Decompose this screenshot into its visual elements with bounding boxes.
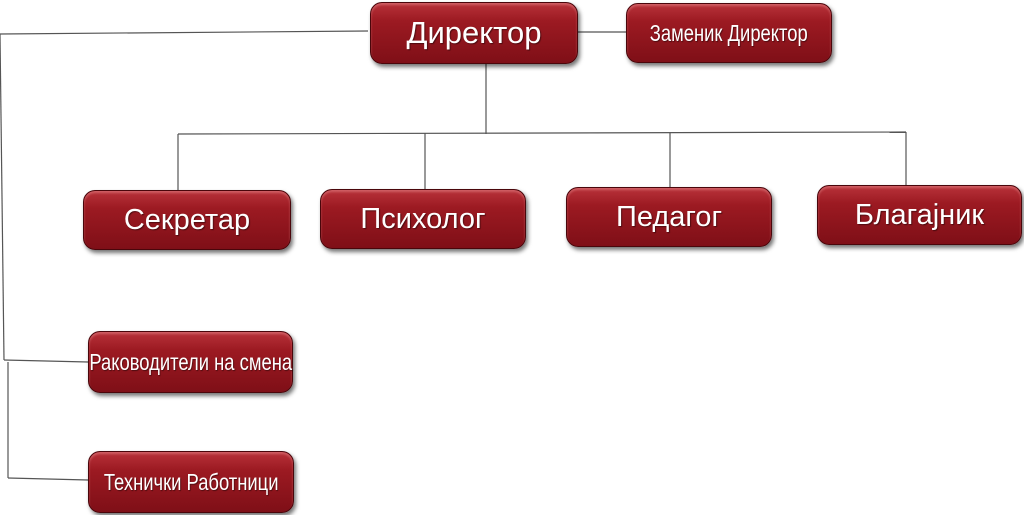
connector-technical-workers [7,477,89,481]
cashier-label: Благајник [854,198,985,231]
cashier-box: Благајник [817,185,1022,245]
deputy-director-label: Заменик Директор [649,19,808,46]
pedagogue-label: Педагог [615,200,723,233]
connector-staff-bus [177,131,907,135]
psychologist-box: Психолог [320,189,526,249]
pedagogue-box: Педагог [566,187,772,247]
director-box: Директор [370,2,578,64]
technical-workers-label: Технички Работници [103,468,279,495]
director-label: Директор [406,15,542,50]
connector-left-top [0,30,369,35]
connector-left-vertical [0,33,5,361]
deputy-director-box: Заменик Директор [626,3,832,63]
secretary-label: Секретар [123,203,251,236]
psychologist-label: Психолог [360,202,486,235]
connector-shift-leaders [3,359,89,363]
shift-leaders-box: Раководители на смена [88,331,293,393]
technical-workers-box: Технички Работници [88,451,294,513]
secretary-box: Секретар [83,190,291,250]
shift-leaders-label: Раководители на смена [89,348,292,375]
